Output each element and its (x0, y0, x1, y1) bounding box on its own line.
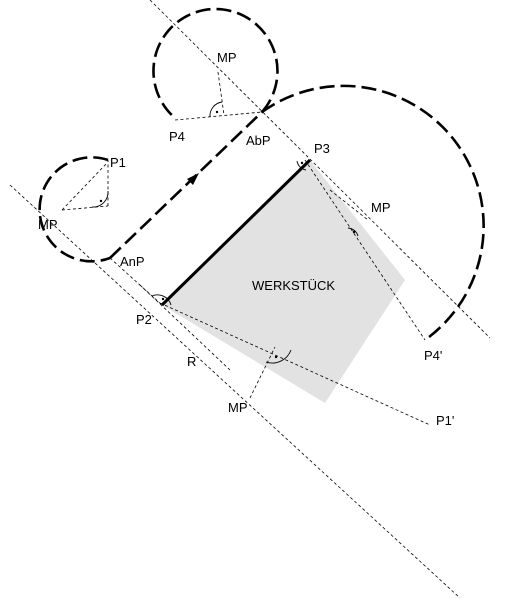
right-angle-mark-left (91, 190, 109, 208)
right-angle-mark-p2 (151, 294, 172, 306)
direction-arrow-icon (187, 173, 199, 185)
label-mp-right: MP (371, 200, 391, 215)
radius-line-top-vertical (217, 71, 225, 116)
right-angle-dot-p3 (300, 161, 304, 165)
label-mp-top: MP (217, 50, 237, 65)
left-approach-circle (38, 156, 111, 263)
construction-line-anp-p2 (109, 257, 163, 306)
label-p3: P3 (314, 141, 330, 156)
construction-line-p2-corner (139, 284, 231, 371)
label-p4: P4 (169, 129, 185, 144)
label-workpiece: WERKSTÜCK (252, 278, 335, 293)
construction-line-main-diagonal (9, 184, 461, 599)
right-angle-dot-bottom (274, 355, 278, 359)
right-angle-dot-left (99, 199, 103, 203)
radius-line-bottom-mp (249, 346, 276, 399)
right-angle-marks (91, 101, 359, 364)
right-angle-mark-right (347, 227, 359, 237)
workpiece-shape (162, 160, 405, 403)
right-angle-mark-top (209, 101, 223, 118)
radius-line-left-p1 (61, 162, 108, 211)
construction-line-top-diagonal (149, 0, 491, 339)
label-mp-bottom: MP (228, 400, 248, 415)
label-mp-left: MP (38, 217, 58, 232)
label-abp: AbP (246, 133, 271, 148)
large-return-arc (261, 84, 485, 342)
right-angle-mark-bottom (265, 349, 292, 364)
label-anp: AnP (120, 254, 145, 269)
label-r: R (187, 354, 196, 369)
approach-line-anp-abp (109, 111, 263, 259)
contour-edge-p2-p3 (160, 158, 312, 307)
radius-line-left-horizontal (61, 205, 109, 211)
right-angle-dot-right (352, 230, 356, 234)
radius-line-top-p4 (174, 111, 263, 121)
label-p4-prime: P4' (424, 348, 442, 363)
label-p1: P1 (110, 155, 126, 170)
right-angle-mark-p3 (296, 160, 307, 171)
right-angle-dot-p2 (161, 297, 165, 301)
label-p1-prime: P1' (436, 413, 454, 428)
top-departure-circle (152, 7, 279, 119)
right-angle-dot-top (215, 110, 219, 114)
radius-line-right-mp (329, 189, 369, 221)
label-p2: P2 (136, 312, 152, 327)
